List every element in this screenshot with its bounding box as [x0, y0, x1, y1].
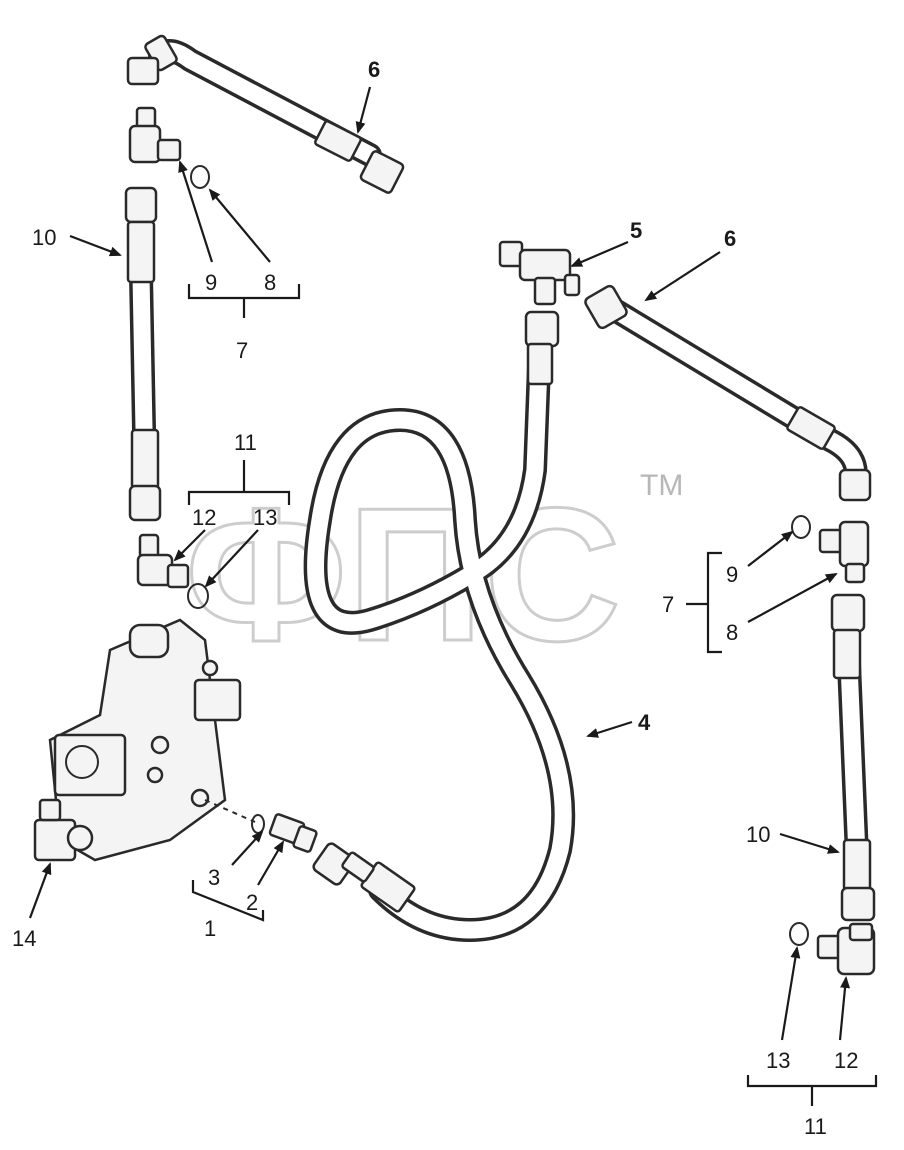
- o-ring-right-top: [791, 515, 811, 539]
- label-4: 4: [638, 710, 651, 735]
- hose-6-right: [584, 284, 872, 502]
- label-9-right: 9: [726, 562, 738, 587]
- elbow-fitting-top: [128, 106, 182, 164]
- label-3: 3: [208, 865, 220, 890]
- leader-9-top: [178, 160, 214, 263]
- label-8-right: 8: [726, 620, 738, 645]
- hose-10-left: [124, 186, 162, 522]
- o-ring-left: [187, 583, 209, 609]
- label-6-right: 6: [724, 226, 736, 251]
- hose-4-loop: [303, 310, 576, 942]
- label-7-right: 7: [662, 592, 674, 617]
- leader-9-right: [747, 530, 794, 567]
- leader-4: [586, 720, 633, 738]
- label-13-right: 13: [766, 1048, 790, 1073]
- label-12-right: 12: [834, 1048, 858, 1073]
- o-ring-top: [190, 165, 210, 189]
- leader-13-right: [780, 946, 801, 1041]
- valve-block: [33, 618, 242, 862]
- label-11-right: 11: [804, 1114, 827, 1139]
- label-2: 2: [246, 890, 258, 915]
- watermark-text: ФПС: [185, 469, 621, 681]
- watermark-tm: TM: [640, 469, 683, 502]
- label-12-left: 12: [192, 505, 216, 530]
- label-11-left: 11: [234, 430, 257, 455]
- leader-12-right: [838, 976, 851, 1041]
- bracket-7-right: [706, 551, 722, 654]
- label-14: 14: [12, 926, 36, 951]
- label-8-top: 8: [264, 270, 276, 295]
- label-6-top: 6: [368, 57, 380, 82]
- tee-fitting-5: [498, 240, 581, 306]
- leader-2: [257, 840, 285, 886]
- hose-6-top: [126, 34, 405, 194]
- leader-5: [570, 240, 629, 268]
- label-10-right: 10: [746, 822, 770, 847]
- fitting-2: [204, 799, 318, 853]
- leader-8-right: [747, 573, 838, 623]
- bracket-11-left: [187, 490, 291, 505]
- leader-6-top: [355, 86, 372, 134]
- elbow-fitting-left: [136, 533, 190, 589]
- label-13-left: 13: [253, 505, 277, 530]
- bracket-1: [191, 880, 265, 922]
- bracket-11-right: [746, 1075, 878, 1088]
- hose-10-right: [830, 593, 876, 922]
- label-9-top: 9: [205, 270, 217, 295]
- leader-3: [231, 830, 264, 866]
- label-10-left: 10: [32, 225, 56, 250]
- leader-12-left: [173, 529, 206, 562]
- leader-10-left: [69, 234, 122, 257]
- leader-10-right: [779, 832, 840, 854]
- leader-6-right: [644, 251, 721, 302]
- label-1: 1: [204, 916, 216, 941]
- elbow-fitting-bottom: [816, 922, 876, 976]
- leader-13-left: [204, 529, 259, 588]
- leader-8-top: [208, 188, 271, 263]
- o-ring-right-bottom: [789, 922, 809, 946]
- label-5: 5: [630, 218, 642, 243]
- label-7-top: 7: [236, 338, 248, 363]
- elbow-fitting-right: [818, 520, 870, 584]
- watermark: ФПС TM: [184, 468, 684, 683]
- leader-14: [28, 862, 52, 919]
